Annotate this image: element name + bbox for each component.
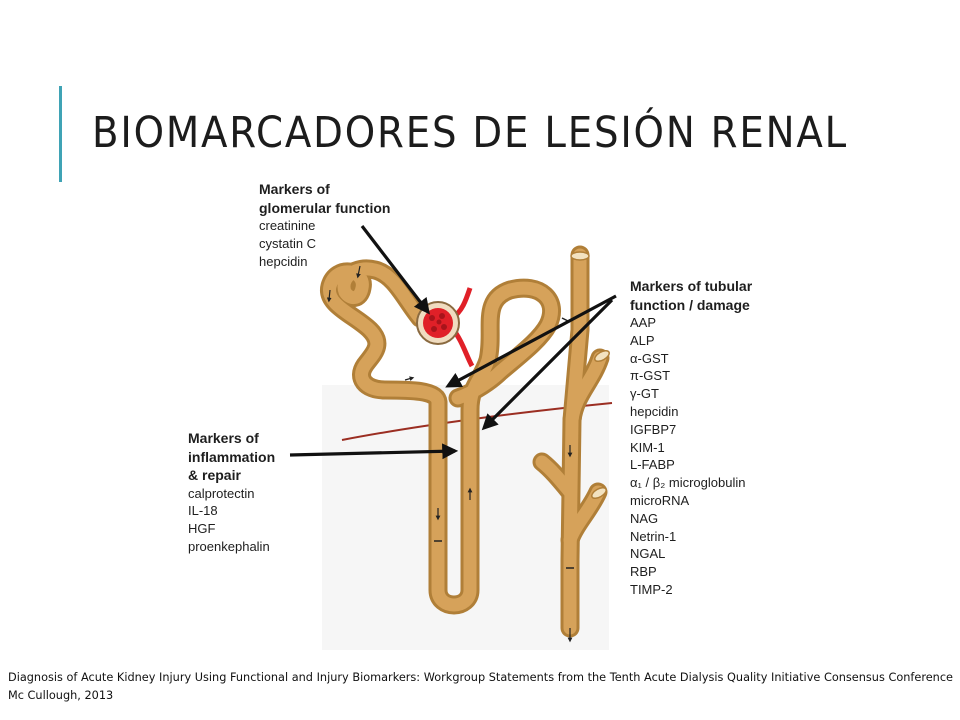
arrow-tubular-loop xyxy=(481,298,614,431)
marker-item: L-FABP xyxy=(630,457,675,473)
source-citation: Diagnosis of Acute Kidney Injury Using F… xyxy=(8,671,953,702)
marker-item: HGF xyxy=(188,521,216,537)
marker-item: α-GST xyxy=(630,350,669,366)
title-accent-bar xyxy=(59,86,62,182)
marker-item: KIM-1 xyxy=(630,439,665,455)
glomerular-marker-list: creatinine cystatin C hepcidin xyxy=(259,217,390,270)
marker-item: α₁ / β₂ microglobulin xyxy=(630,475,746,491)
marker-item: γ-GT xyxy=(630,386,659,402)
duct-opening-lower xyxy=(591,486,607,500)
tubular-marker-list: AAP ALP α-GST π-GST γ-GT hepcidin IGFBP7… xyxy=(630,314,752,599)
arrow-tubular-proximal xyxy=(445,294,617,388)
marker-item: cystatin C xyxy=(259,235,317,251)
flow-arrows xyxy=(326,265,573,643)
marker-item: TIMP-2 xyxy=(630,581,673,597)
marker-item: IGFBP7 xyxy=(630,421,677,437)
marker-item: hepcidin xyxy=(259,253,308,269)
inflammation-heading-line-3: & repair xyxy=(188,467,241,483)
marker-item: NGAL xyxy=(630,546,666,562)
duct-opening-top xyxy=(570,251,590,261)
arrow-inflammation xyxy=(289,443,459,460)
slide-title: BIOMARCADORES DE LESIÓN RENAL xyxy=(92,108,848,158)
tubular-heading-line-2: function / damage xyxy=(630,296,750,313)
marker-item: microRNA xyxy=(630,492,690,508)
pointer-arrows xyxy=(289,225,617,460)
marker-item: IL-18 xyxy=(188,503,218,519)
marker-item: RBP xyxy=(630,564,657,580)
glomerular-heading-line-1: Markers of xyxy=(259,181,330,197)
inflammation-heading-line-2: inflammation xyxy=(188,448,276,465)
marker-item: π-GST xyxy=(630,368,671,384)
glomerulus xyxy=(416,287,475,368)
tubular-markers-label: Markers of tubular function / damage AAP… xyxy=(630,277,752,599)
marker-item: Netrin-1 xyxy=(630,528,677,544)
inflammation-marker-list: calprotectin IL-18 HGF proenkephalin xyxy=(188,485,275,556)
tubular-heading-line-1: Markers of tubular xyxy=(630,278,753,294)
marker-item: NAG xyxy=(630,510,659,526)
glomerular-markers-label: Markers of glomerular function creatinin… xyxy=(259,180,390,270)
marker-item: ALP xyxy=(630,332,655,348)
marker-item: AAP xyxy=(630,315,657,330)
glomerular-heading-line-2: glomerular function xyxy=(259,199,391,216)
marker-item: hepcidin xyxy=(630,403,679,419)
marker-item: creatinine xyxy=(259,218,316,233)
marker-item: calprotectin xyxy=(188,485,255,501)
arrow-glomerular xyxy=(360,225,430,315)
marker-item: proenkephalin xyxy=(188,538,270,554)
inflammation-markers-label: Markers of inflammation & repair calprot… xyxy=(188,429,275,556)
duct-opening-branch xyxy=(594,349,610,363)
inflammation-heading-line-1: Markers of xyxy=(188,430,259,446)
